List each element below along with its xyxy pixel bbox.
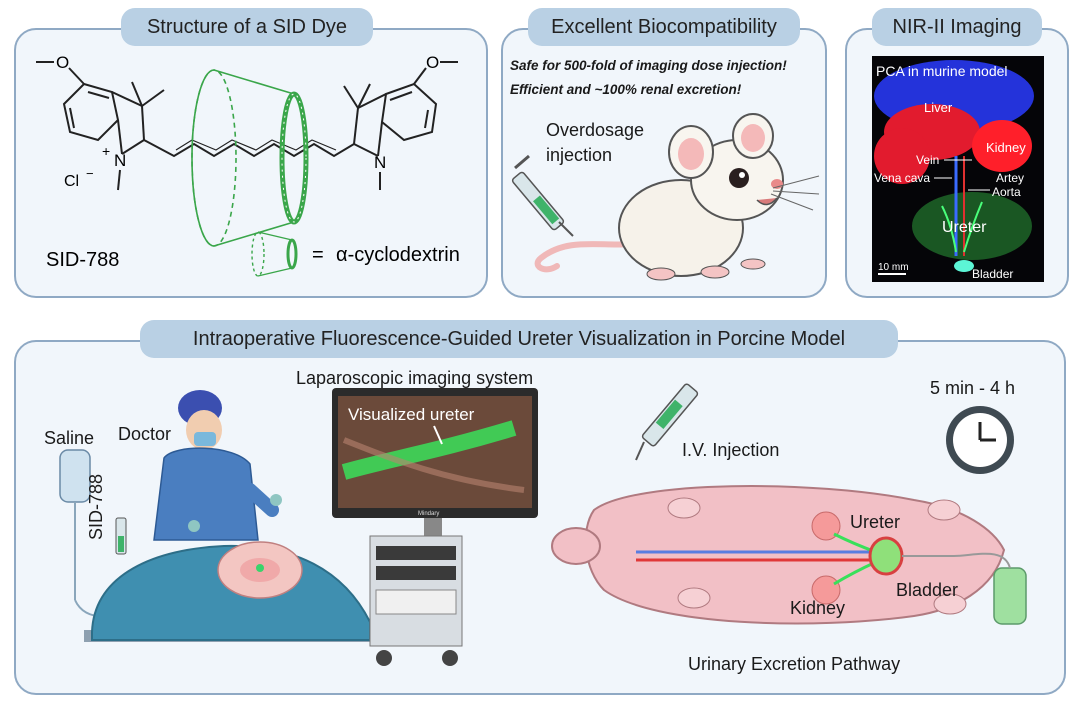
sid-dye-label: SID-788	[86, 473, 106, 540]
pig-ureter-label: Ureter	[850, 512, 901, 532]
pig-illustration	[551, 485, 1006, 625]
surgery-scene: Mindary Visualized ureter	[59, 383, 1027, 666]
nir-image: PCA in murine model Liver Kidney Vein Ve…	[872, 56, 1044, 282]
biocompat-line-2: Efficient and ~100% renal excretion!	[510, 82, 742, 97]
nir-label-aorta: Aorta	[992, 185, 1021, 199]
n-plus-charge: +	[102, 143, 110, 159]
nir-label-bladder: Bladder	[972, 267, 1013, 281]
saline-label: Saline	[44, 428, 95, 448]
pig-kidney-label: Kidney	[790, 598, 846, 618]
nir-scale-bar: 10 mm	[878, 262, 909, 273]
iv-syringe-icon	[635, 383, 699, 461]
laparoscopic-cart: Mindary	[332, 388, 538, 666]
laparo-system-label: Laparoscopic imaging system	[296, 368, 534, 388]
cyclodextrin-legend-icon	[251, 231, 298, 277]
sid-dye-structure: O N + Cl − N O SID-788	[36, 53, 460, 277]
nir-label-artey: Artey	[996, 171, 1024, 185]
clock-icon	[946, 406, 1014, 474]
doctor-figure	[153, 390, 282, 541]
overdosage-label-2: injection	[546, 145, 613, 165]
overdosage-label-1: Overdosage	[546, 120, 645, 140]
monitor-visualized-ureter: Visualized ureter	[348, 405, 475, 424]
methoxy-right-o: O	[426, 53, 439, 72]
mouse-illustration	[511, 113, 820, 281]
biocompat-panel-title: Excellent Biocompatibility	[528, 8, 800, 46]
pig-bladder-label: Bladder	[896, 580, 959, 600]
pathway-label: Urinary Excretion Pathway	[688, 654, 901, 674]
intraop-panel-title: Intraoperative Fluorescence-Guided Urete…	[140, 320, 898, 358]
compound-name: SID-788	[46, 249, 119, 271]
monitor-brand: Mindary	[418, 511, 439, 517]
iv-injection-label: I.V. Injection	[682, 440, 780, 460]
nir-caption: PCA in murine model	[876, 63, 1008, 79]
structure-panel	[14, 28, 488, 298]
nir-panel-title: NIR-II Imaging	[872, 8, 1042, 46]
time-range-label: 5 min - 4 h	[930, 378, 1016, 398]
nir-label-liver: Liver	[924, 100, 953, 115]
nir-label-kidney: Kidney	[986, 140, 1026, 155]
legend-cyclodextrin: α-cyclodextrin	[336, 244, 460, 266]
urine-bag-icon	[953, 552, 1027, 625]
syringe-icon	[511, 154, 574, 237]
nir-label-ureter: Ureter	[942, 219, 987, 236]
nir-label-vein: Vein	[916, 153, 939, 167]
biocompat-line-1: Safe for 500-fold of imaging dose inject…	[510, 58, 787, 73]
counterion-label: Cl	[64, 173, 79, 190]
doctor-label: Doctor	[118, 424, 172, 444]
cyclodextrin-cone	[191, 69, 309, 247]
structure-panel-title: Structure of a SID Dye	[121, 8, 373, 46]
legend-equals: =	[312, 244, 324, 266]
n-right-label: N	[374, 153, 386, 172]
n-plus-label: N	[114, 151, 126, 170]
nir-label-vena-cava: Vena cava	[874, 171, 930, 185]
counterion-charge: −	[86, 166, 94, 181]
methoxy-left-o: O	[56, 53, 69, 72]
